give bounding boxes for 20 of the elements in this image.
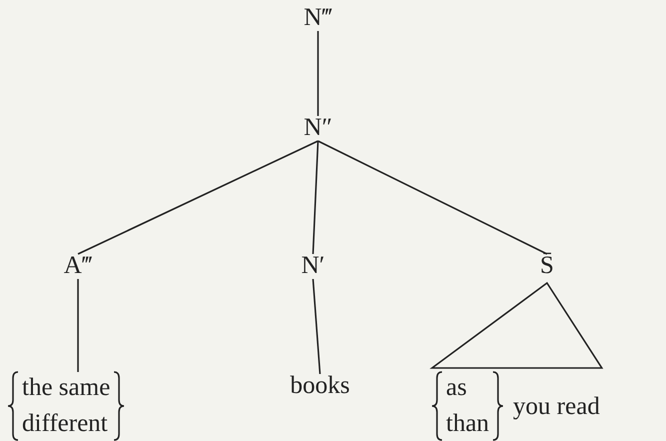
triangle-branch — [430, 282, 604, 369]
category-label: S̄ — [539, 252, 555, 279]
category-label: A‴ — [62, 252, 94, 279]
category-label: N′ — [300, 252, 326, 279]
tree-branch — [77, 279, 79, 372]
tree-branch — [78, 140, 318, 255]
word-label: you read — [513, 392, 600, 420]
word-label: as — [446, 373, 468, 403]
tree-branch — [312, 140, 319, 254]
tree-branch — [318, 140, 548, 255]
word-label: different — [22, 409, 109, 439]
category-label: N‴ — [302, 4, 334, 31]
category-label: N″ — [302, 114, 334, 141]
word-label: than — [446, 409, 490, 439]
category-label: books — [289, 372, 351, 399]
tree-node — [430, 370, 600, 441]
tree-branch — [312, 278, 321, 374]
word-label: the same — [22, 373, 110, 403]
tree-branch — [317, 31, 319, 116]
tree-node — [6, 370, 126, 441]
